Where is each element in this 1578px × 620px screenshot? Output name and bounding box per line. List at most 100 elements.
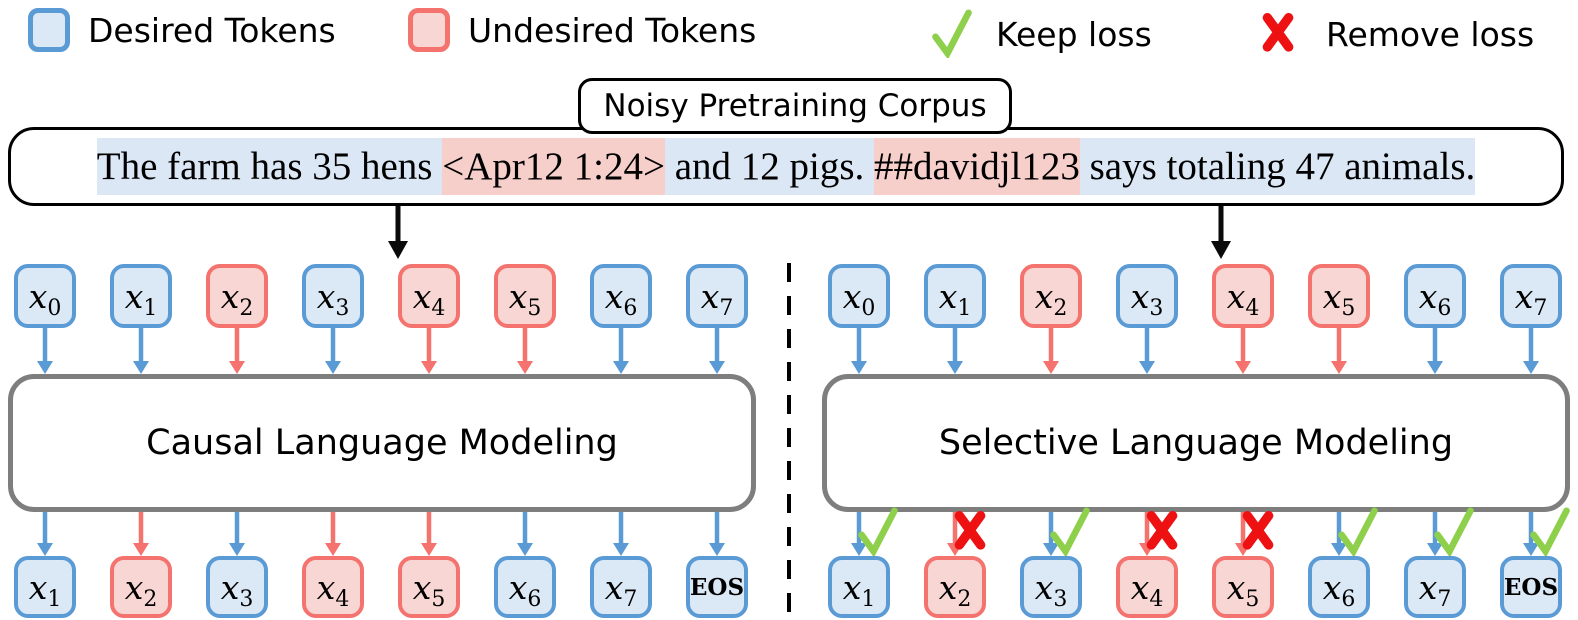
token-label: x2	[124, 567, 158, 612]
token-label: x3	[316, 276, 350, 321]
output-arrow-icon	[1327, 512, 1351, 556]
token-label: x5	[412, 567, 446, 612]
legend-item-keep-loss: Keep loss	[928, 8, 1152, 60]
token-label: x4	[1130, 567, 1164, 612]
token-label: x0	[842, 276, 876, 321]
legend-item-desired: Desired Tokens	[28, 8, 336, 52]
dashed-divider-line	[787, 263, 791, 615]
eos-label: EOS	[1503, 573, 1559, 601]
keep-check-icon	[1430, 506, 1478, 558]
output-token: x3	[206, 556, 268, 618]
input-token: x5	[1308, 264, 1370, 328]
input-token: x4	[398, 264, 460, 328]
output-token: EOS	[1500, 556, 1562, 618]
token-label: x3	[1130, 276, 1164, 321]
corpus-sentence: The farm has 35 hens <Apr12 1:24> and 12…	[96, 138, 1476, 195]
output-token: x1	[14, 556, 76, 618]
remove-loss-cross-icon	[1258, 8, 1308, 60]
token-label: x0	[28, 276, 62, 321]
input-token: x7	[686, 264, 748, 328]
input-arrow-icon	[1231, 328, 1255, 374]
input-arrow-icon	[847, 328, 871, 374]
token-label: x6	[1322, 567, 1356, 612]
token-label: x5	[508, 276, 542, 321]
token-label: x6	[508, 567, 542, 612]
legend-item-undesired: Undesired Tokens	[408, 8, 756, 52]
token-label: x1	[28, 567, 62, 612]
output-arrow-icon	[321, 512, 345, 556]
token-label: x7	[604, 567, 638, 612]
input-token: x2	[206, 264, 268, 328]
input-arrow-icon	[609, 328, 633, 374]
sentence-segment-desired: and 12 pigs.	[664, 138, 875, 195]
keep-check-icon	[1334, 506, 1382, 558]
token-label: x7	[1418, 567, 1452, 612]
output-arrow-icon	[33, 512, 57, 556]
keep-check-icon	[854, 506, 902, 558]
input-arrow-icon	[225, 328, 249, 374]
output-token: x3	[1020, 556, 1082, 618]
token-label: x2	[1034, 276, 1068, 321]
undesired-token-swatch	[408, 8, 450, 52]
input-token: x0	[828, 264, 890, 328]
output-token: x2	[924, 556, 986, 618]
model-box: Selective Language Modeling	[822, 374, 1570, 512]
token-label: x4	[412, 276, 446, 321]
legend-label: Undesired Tokens	[468, 10, 757, 50]
token-label: x4	[1226, 276, 1260, 321]
output-token: x4	[1116, 556, 1178, 618]
token-label: x3	[1034, 567, 1068, 612]
token-label: x1	[938, 276, 972, 321]
legend-label: Desired Tokens	[88, 10, 336, 50]
token-label: x5	[1322, 276, 1356, 321]
slm-diagram: Selective Language Modeling x0 x1 x2 x3 x4 x5 x…	[822, 264, 1570, 618]
sentence-segment-desired: says totaling 47 animals.	[1079, 138, 1476, 195]
input-arrow-icon	[1423, 328, 1447, 374]
output-token: x6	[1308, 556, 1370, 618]
keep-check-icon	[1046, 506, 1094, 558]
sentence-segment-undesired: <Apr12 1:24>	[442, 138, 665, 195]
sentence-box: The farm has 35 hens <Apr12 1:24> and 12…	[8, 127, 1564, 206]
corpus-label-text: Noisy Pretraining Corpus	[603, 88, 987, 124]
input-token: x6	[590, 264, 652, 328]
corpus-label-box: Noisy Pretraining Corpus	[578, 78, 1012, 134]
sentence-segment-undesired: ##davidjl123	[874, 138, 1080, 195]
input-arrow-icon	[513, 328, 537, 374]
input-arrow-icon	[321, 328, 345, 374]
input-arrow-icon	[1327, 328, 1351, 374]
token-label: x1	[842, 567, 876, 612]
output-token: x1	[828, 556, 890, 618]
token-label: x7	[700, 276, 734, 321]
input-token: x1	[924, 264, 986, 328]
sentence-segment-desired: The farm has 35 hens	[96, 138, 443, 195]
down-arrow-icon	[1209, 205, 1235, 259]
down-arrow-icon	[386, 205, 412, 259]
input-arrow-icon	[1039, 328, 1063, 374]
input-arrow-icon	[33, 328, 57, 374]
input-token: x5	[494, 264, 556, 328]
token-label: x7	[1514, 276, 1548, 321]
legend-label: Keep loss	[996, 14, 1152, 54]
input-token: x0	[14, 264, 76, 328]
input-arrow-icon	[129, 328, 153, 374]
input-token: x7	[1500, 264, 1562, 328]
output-token: x7	[590, 556, 652, 618]
token-label: x2	[938, 567, 972, 612]
output-token: x7	[1404, 556, 1466, 618]
input-token: x3	[302, 264, 364, 328]
output-token: x5	[1212, 556, 1274, 618]
output-arrow-icon	[1423, 512, 1447, 556]
legend-item-remove-loss: Remove loss	[1258, 8, 1534, 60]
input-arrow-icon	[417, 328, 441, 374]
output-arrow-icon	[225, 512, 249, 556]
token-label: x3	[220, 567, 254, 612]
output-arrow-icon	[1039, 512, 1063, 556]
token-label: x6	[1418, 276, 1452, 321]
token-label: x1	[124, 276, 158, 321]
input-arrow-icon	[1519, 328, 1543, 374]
remove-cross-icon	[950, 506, 990, 552]
input-token: x6	[1404, 264, 1466, 328]
token-label: x5	[1226, 567, 1260, 612]
output-arrow-icon	[417, 512, 441, 556]
